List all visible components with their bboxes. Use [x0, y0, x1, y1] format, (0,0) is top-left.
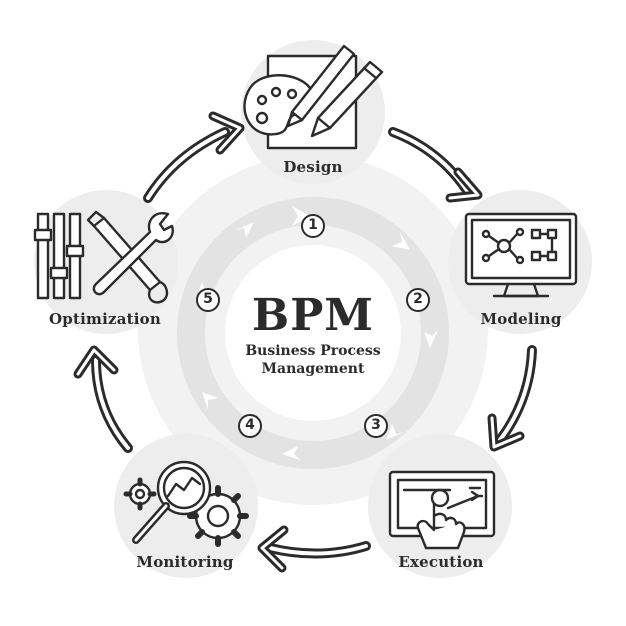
arrow-monitoring-to-optimization [73, 345, 133, 453]
cycle-arrows [73, 111, 537, 573]
inner-cycle-ring [177, 197, 449, 469]
stage-label-design: Design [283, 158, 343, 176]
stage-1-number: 1 [301, 214, 325, 238]
stage-label-execution: Execution [398, 553, 484, 571]
stage-4-number: 4 [238, 414, 262, 438]
stage-3-number: 3 [364, 414, 388, 438]
palette-ruler-pencil-icon [243, 44, 384, 150]
magnifier-gears-icon [123, 460, 249, 547]
stage-label-optimization: Optimization [49, 310, 161, 328]
stage-label-modeling: Modeling [480, 310, 562, 328]
touchscreen-hand-icon [388, 470, 496, 550]
bpm-subtitle-line-2: Management [261, 361, 365, 377]
stage-2-number: 2 [406, 288, 430, 312]
stage-5-number: 5 [196, 288, 220, 312]
arrow-modeling-to-execution [487, 345, 537, 452]
bpm-subtitle: Business Process Management [245, 342, 380, 378]
bpm-title: BPM [252, 290, 374, 341]
arrow-design-to-modeling [388, 127, 483, 203]
arrow-optimization-to-design [143, 111, 245, 203]
bpm-subtitle-line-1: Business Process [245, 343, 381, 359]
arrow-execution-to-monitoring [257, 525, 371, 573]
center-circle [225, 245, 401, 421]
sliders-tools-icon [33, 210, 174, 304]
stage-label-monitoring: Monitoring [136, 553, 234, 571]
monitor-flowchart-icon [464, 212, 578, 298]
